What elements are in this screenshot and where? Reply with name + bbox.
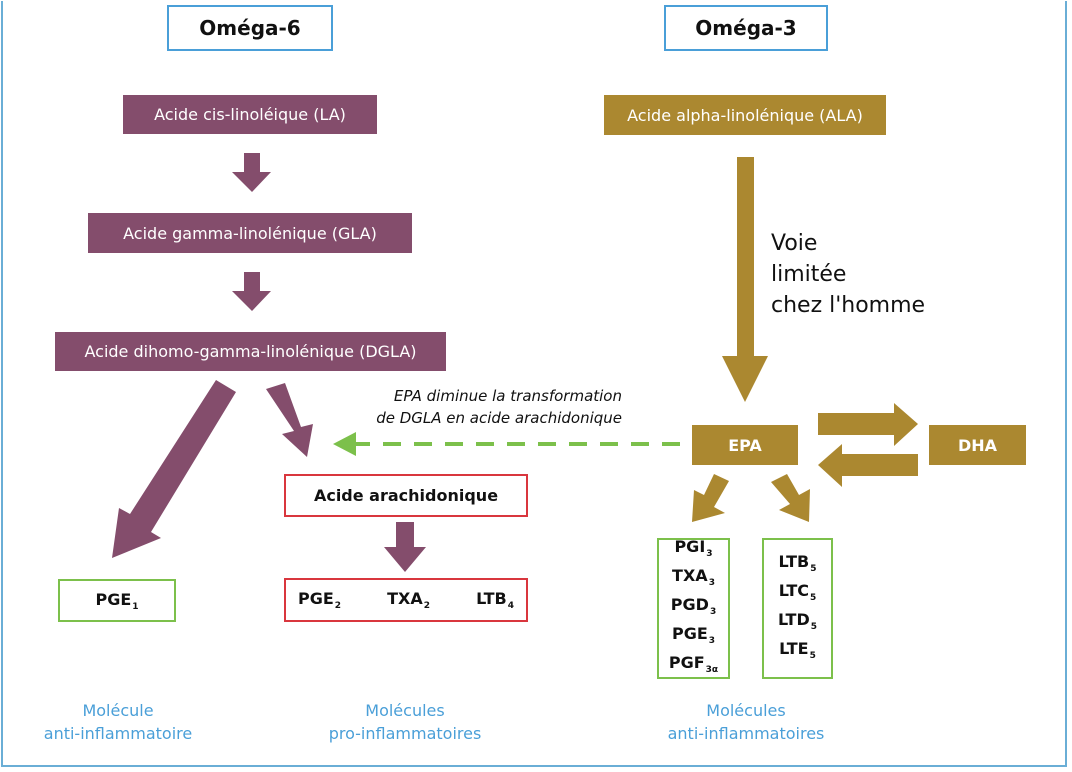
product-txa2-sub: 2 bbox=[423, 601, 431, 611]
arrow-aa-to-products bbox=[384, 522, 426, 572]
arrow-la-to-gla bbox=[232, 153, 271, 192]
caption-anti-multi: Molécules anti-inflammatoires bbox=[646, 699, 846, 745]
header-omega6: Oméga-6 bbox=[167, 5, 333, 51]
prostanoid-pge3-name: PGE bbox=[671, 624, 708, 643]
caption-anti-multi-line-1: Molécules bbox=[706, 701, 786, 720]
node-pro-inflammatory-products: PGE2 TXA2 LTB4 bbox=[284, 578, 528, 622]
prostanoid-txa3-name: TXA bbox=[672, 566, 708, 585]
pge1-sub: 1 bbox=[132, 601, 139, 612]
node-prostanoids-series3: PGI3 TXA3 PGD3 PGE3 PGF3α bbox=[657, 536, 730, 681]
leukotriene-ltd5-name: LTD bbox=[777, 609, 810, 629]
prostanoid-pgf3a: PGF3α bbox=[669, 652, 718, 681]
product-pge2-sub: 2 bbox=[334, 601, 342, 611]
leukotriene-lte5: LTE5 bbox=[779, 638, 816, 667]
node-arachidonic-acid: Acide arachidonique bbox=[284, 474, 528, 517]
node-gla: Acide gamma-linolénique (GLA) bbox=[88, 213, 412, 253]
node-epa: EPA bbox=[692, 425, 798, 465]
arrow-dha-to-epa bbox=[818, 444, 918, 487]
arrow-gla-to-dgla bbox=[232, 272, 271, 311]
caption-anti-multi-line-2: anti-inflammatoires bbox=[667, 724, 825, 743]
caption-anti-single-line-1: Molécule bbox=[82, 701, 154, 720]
node-leukotrienes-series5: LTB5 LTC5 LTD5 LTE5 bbox=[762, 538, 833, 679]
node-arachidonic-acid-label: Acide arachidonique bbox=[313, 486, 499, 505]
node-pge1: PGE1 bbox=[58, 579, 176, 622]
node-ala-label: Acide alpha-linolénique (ALA) bbox=[627, 105, 863, 125]
product-ltb4-name: LTB bbox=[476, 589, 507, 608]
leukotriene-lte5-name: LTE bbox=[779, 638, 809, 658]
label-voie-limitee: Voie limitée chez l'homme bbox=[771, 228, 971, 321]
prostanoid-pgd3-sub: 3 bbox=[709, 607, 717, 617]
prostanoid-txa3: TXA3 bbox=[672, 565, 715, 594]
leukotriene-lte5-sub: 5 bbox=[809, 650, 816, 661]
caption-anti-single-line-2: anti-inflammatoire bbox=[43, 724, 193, 743]
product-ltb4: LTB4 bbox=[476, 589, 514, 611]
product-txa2-name: TXA bbox=[387, 589, 423, 608]
arrow-inhibition-head bbox=[333, 432, 356, 456]
arrow-ala-to-epa bbox=[722, 157, 768, 402]
header-omega3: Oméga-3 bbox=[664, 5, 828, 51]
node-epa-label: EPA bbox=[728, 435, 762, 455]
leukotriene-ltc5: LTC5 bbox=[779, 580, 816, 609]
prostanoid-pgd3: PGD3 bbox=[671, 594, 716, 623]
caption-pro-line-1: Molécules bbox=[365, 701, 445, 720]
node-ala: Acide alpha-linolénique (ALA) bbox=[604, 95, 886, 135]
node-la-label: Acide cis-linoléique (LA) bbox=[154, 105, 346, 124]
prostanoid-pgd3-name: PGD bbox=[670, 595, 709, 614]
node-dgla: Acide dihomo-gamma-linolénique (DGLA) bbox=[55, 332, 446, 371]
pge1-name: PGE bbox=[95, 589, 132, 609]
prostanoid-txa3-sub: 3 bbox=[708, 578, 715, 588]
prostanoid-pgf3a-name: PGF bbox=[668, 653, 705, 672]
caption-anti-single: Molécule anti-inflammatoire bbox=[28, 699, 208, 745]
leukotriene-ltd5: LTD5 bbox=[778, 609, 817, 638]
node-gla-label: Acide gamma-linolénique (GLA) bbox=[123, 223, 377, 243]
product-txa2: TXA2 bbox=[387, 589, 430, 611]
caption-pro-line-2: pro-inflammatoires bbox=[328, 724, 482, 743]
inhibition-note: EPA diminue la transformation de DGLA en… bbox=[340, 385, 622, 429]
leukotriene-ltb5: LTB5 bbox=[779, 551, 817, 580]
leukotriene-ltd5-sub: 5 bbox=[810, 621, 817, 632]
prostanoid-pgi3-sub: 3 bbox=[706, 549, 713, 559]
arrow-dgla-to-pge1 bbox=[112, 380, 236, 558]
voie-line-3: chez l'homme bbox=[771, 293, 926, 318]
voie-line-1: Voie bbox=[771, 231, 818, 256]
pge1-item: PGE1 bbox=[95, 590, 138, 612]
node-la: Acide cis-linoléique (LA) bbox=[123, 95, 377, 134]
header-omega3-label: Oméga-3 bbox=[695, 16, 797, 40]
prostanoid-pgi3: PGI3 bbox=[674, 536, 712, 565]
leukotriene-ltc5-name: LTC bbox=[778, 580, 809, 600]
inhibition-note-line-2: de DGLA en acide arachidonique bbox=[376, 409, 622, 427]
prostanoid-pge3-sub: 3 bbox=[708, 636, 716, 646]
prostanoid-pgi3-name: PGI bbox=[674, 537, 706, 556]
arrow-dgla-to-aa bbox=[266, 383, 313, 457]
caption-pro: Molécules pro-inflammatoires bbox=[310, 699, 500, 745]
arrow-epa-to-lt5 bbox=[771, 474, 810, 522]
product-ltb4-sub: 4 bbox=[507, 601, 514, 611]
arrow-epa-to-dha bbox=[818, 403, 918, 446]
leukotriene-ltb5-name: LTB bbox=[778, 551, 810, 571]
leukotriene-ltc5-sub: 5 bbox=[809, 592, 817, 603]
node-dha: DHA bbox=[929, 425, 1026, 465]
header-omega6-label: Oméga-6 bbox=[199, 16, 301, 40]
prostanoid-pge3: PGE3 bbox=[672, 623, 715, 652]
arrow-epa-to-pg3 bbox=[692, 474, 729, 522]
node-dgla-label: Acide dihomo-gamma-linolénique (DGLA) bbox=[84, 342, 417, 361]
product-pge2: PGE2 bbox=[298, 589, 341, 611]
product-pge2-name: PGE bbox=[298, 589, 334, 608]
prostanoid-pgf3a-sub: 3α bbox=[705, 665, 719, 675]
leukotriene-ltb5-sub: 5 bbox=[810, 563, 817, 574]
voie-line-2: limitée bbox=[771, 262, 847, 287]
inhibition-note-line-1: EPA diminue la transformation bbox=[393, 387, 622, 405]
node-dha-label: DHA bbox=[957, 435, 998, 455]
